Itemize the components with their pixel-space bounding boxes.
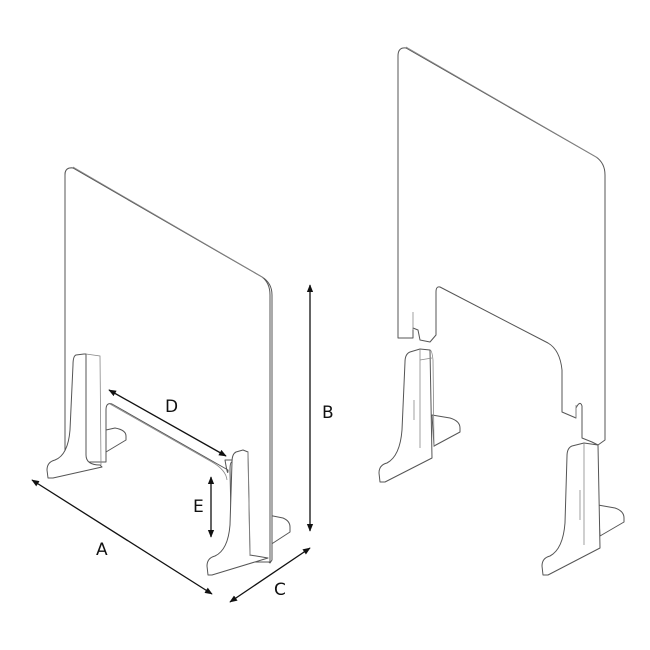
assembled-screen: [378, 46, 625, 576]
dimension-e-label: E: [193, 497, 204, 517]
back-right-foot: [267, 514, 291, 546]
dimension-c-label: C: [274, 580, 286, 600]
dimension-a-label: A: [96, 540, 108, 560]
front-left-foot: [46, 353, 103, 479]
dimension-b-label: B: [322, 403, 334, 423]
dimension-a-arrow: [31, 479, 213, 595]
dimension-d-label: D: [165, 397, 178, 417]
back-left-foot: [105, 427, 127, 453]
front-left-foot-right-figure: [378, 348, 433, 483]
back-right-foot-right-figure: [597, 504, 625, 537]
front-right-foot-right-figure: [541, 442, 601, 576]
dimensioned-screen: A B C D E: [31, 166, 334, 603]
back-left-foot-right-figure: [431, 414, 461, 447]
dimension-d-arrow: [108, 389, 227, 457]
dimension-c-arrow: [229, 547, 311, 603]
